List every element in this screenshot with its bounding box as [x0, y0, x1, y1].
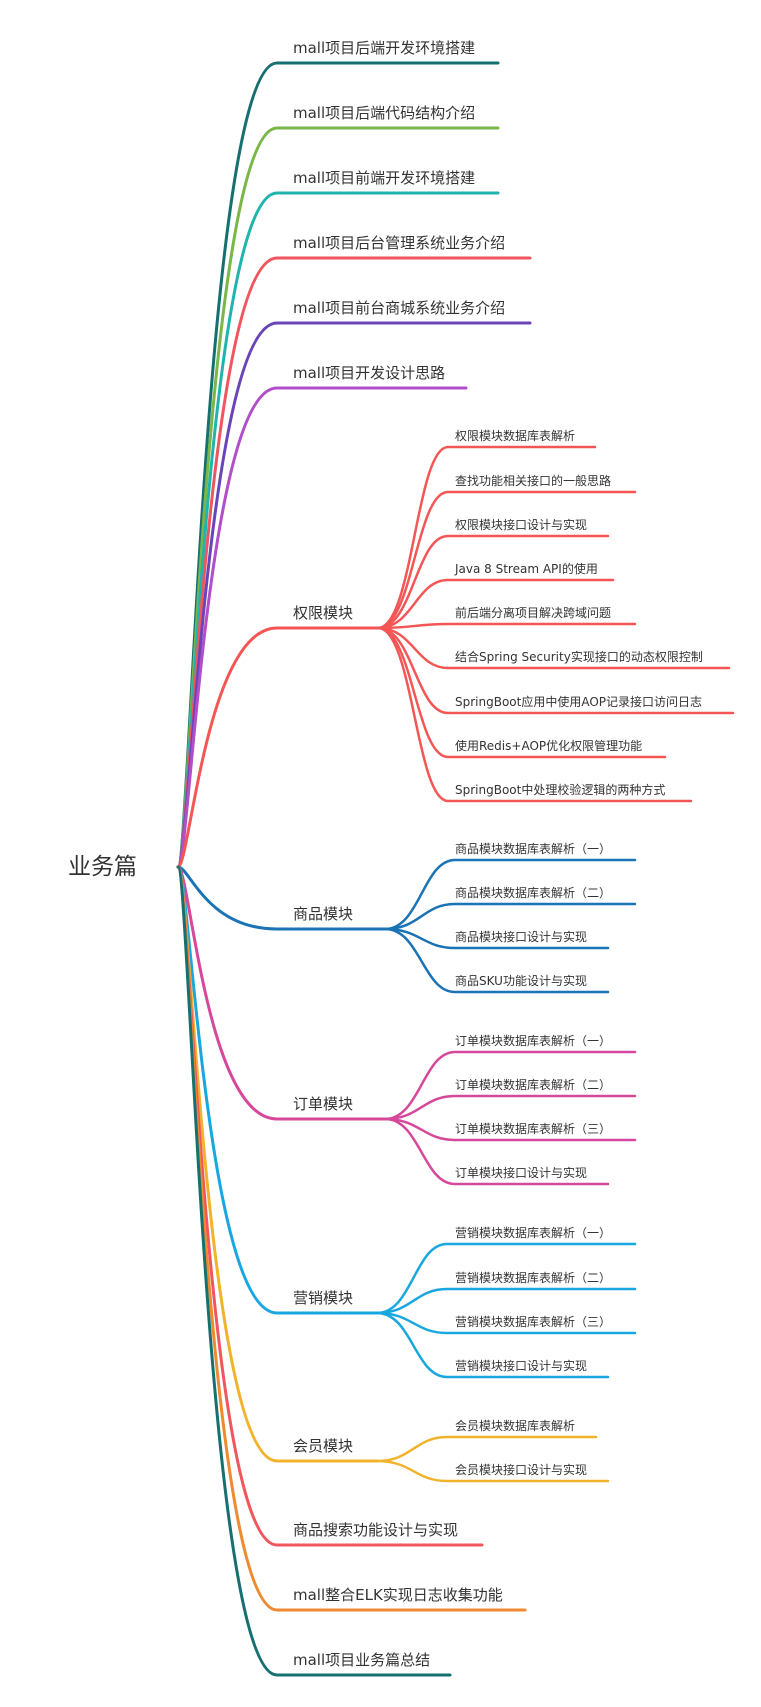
branch-topic[interactable]: mall项目后台管理系统业务介绍 — [293, 234, 506, 252]
subtopic[interactable]: 订单模块数据库表解析（一） — [455, 1034, 612, 1048]
subtopic[interactable]: 权限模块数据库表解析 — [455, 429, 576, 443]
subtopic[interactable]: 商品模块接口设计与实现 — [455, 930, 588, 944]
subtopic-connector — [375, 1311, 610, 1379]
subtopic-connector — [383, 927, 610, 950]
branch-connector — [176, 386, 468, 869]
subtopic[interactable]: Java 8 Stream API的使用 — [455, 562, 598, 576]
subtopic-connector — [376, 578, 615, 630]
subtopic[interactable]: 会员模块接口设计与实现 — [455, 1463, 588, 1477]
subtopic[interactable]: 订单模块数据库表解析（二） — [455, 1078, 612, 1092]
subtopic-connector — [375, 1287, 637, 1315]
subtopic[interactable]: 查找功能相关接口的一般思路 — [455, 474, 612, 488]
branch-topic[interactable]: mall项目前端开发环境搭建 — [293, 169, 476, 187]
subtopic[interactable]: 订单模块接口设计与实现 — [455, 1166, 588, 1180]
root-topic[interactable]: 业务篇 — [68, 854, 137, 880]
branch-topic[interactable]: 商品搜索功能设计与实现 — [293, 1521, 459, 1539]
subtopic-connector — [376, 622, 637, 630]
subtopic-connector — [376, 626, 693, 803]
branch-topic[interactable]: 营销模块 — [293, 1289, 354, 1307]
subtopic-connector — [383, 927, 610, 994]
subtopic-connector — [376, 626, 667, 759]
branch-topic[interactable]: 会员模块 — [293, 1437, 354, 1455]
subtopic-connector — [383, 1117, 637, 1142]
subtopic[interactable]: 前后端分离项目解决跨域问题 — [455, 606, 612, 620]
branch-topic[interactable]: mall项目后端开发环境搭建 — [293, 39, 476, 57]
subtopic[interactable]: 订单模块数据库表解析（三） — [455, 1122, 612, 1136]
subtopic-connector — [376, 534, 610, 630]
subtopic[interactable]: 使用Redis+AOP优化权限管理功能 — [455, 739, 643, 753]
subtopic-connector — [383, 902, 637, 931]
branch-topic[interactable]: mall项目后端代码结构介绍 — [293, 104, 476, 122]
subtopic[interactable]: 营销模块数据库表解析（三） — [455, 1315, 612, 1329]
subtopic[interactable]: 商品SKU功能设计与实现 — [455, 974, 587, 988]
subtopic[interactable]: SpringBoot应用中使用AOP记录接口访问日志 — [455, 695, 703, 709]
subtopic-connector — [376, 626, 731, 670]
branch-topic[interactable]: mall项目业务篇总结 — [293, 1651, 431, 1669]
subtopic-connector — [376, 490, 637, 630]
branch-topic[interactable]: 商品模块 — [293, 905, 354, 923]
subtopic[interactable]: 营销模块接口设计与实现 — [455, 1359, 588, 1373]
subtopic[interactable]: 商品模块数据库表解析（二） — [455, 886, 612, 900]
subtopic[interactable]: 结合Spring Security实现接口的动态权限控制 — [455, 650, 703, 664]
subtopic-connector — [375, 1435, 598, 1463]
branch-connector — [176, 626, 380, 869]
subtopic-connector — [375, 1459, 610, 1483]
subtopic-connector — [376, 445, 597, 630]
subtopic-connector — [383, 1117, 610, 1186]
branch-connector — [176, 865, 379, 1463]
branch-topic[interactable]: mall项目开发设计思路 — [293, 364, 446, 382]
subtopic[interactable]: 权限模块接口设计与实现 — [455, 518, 588, 532]
subtopic-connector — [383, 1050, 637, 1121]
branch-connector — [176, 865, 387, 931]
subtopic-connector — [375, 1242, 637, 1315]
subtopic[interactable]: 营销模块数据库表解析（二） — [455, 1271, 612, 1285]
branch-topic[interactable]: mall项目前台商城系统业务介绍 — [293, 299, 506, 317]
subtopic-connector — [375, 1311, 637, 1335]
branch-connector — [176, 865, 387, 1121]
branch-topic[interactable]: mall整合ELK实现日志收集功能 — [293, 1586, 503, 1604]
subtopic[interactable]: 会员模块数据库表解析 — [455, 1419, 576, 1433]
branch-topic[interactable]: 订单模块 — [293, 1095, 354, 1113]
branch-topic[interactable]: 权限模块 — [293, 604, 354, 622]
subtopic[interactable]: SpringBoot中处理校验逻辑的两种方式 — [455, 783, 666, 797]
branch-connector — [176, 865, 452, 1677]
subtopic[interactable]: 商品模块数据库表解析（一） — [455, 842, 612, 856]
subtopic[interactable]: 营销模块数据库表解析（一） — [455, 1226, 612, 1240]
subtopic-connector — [383, 1094, 637, 1121]
subtopic-connector — [383, 858, 637, 931]
